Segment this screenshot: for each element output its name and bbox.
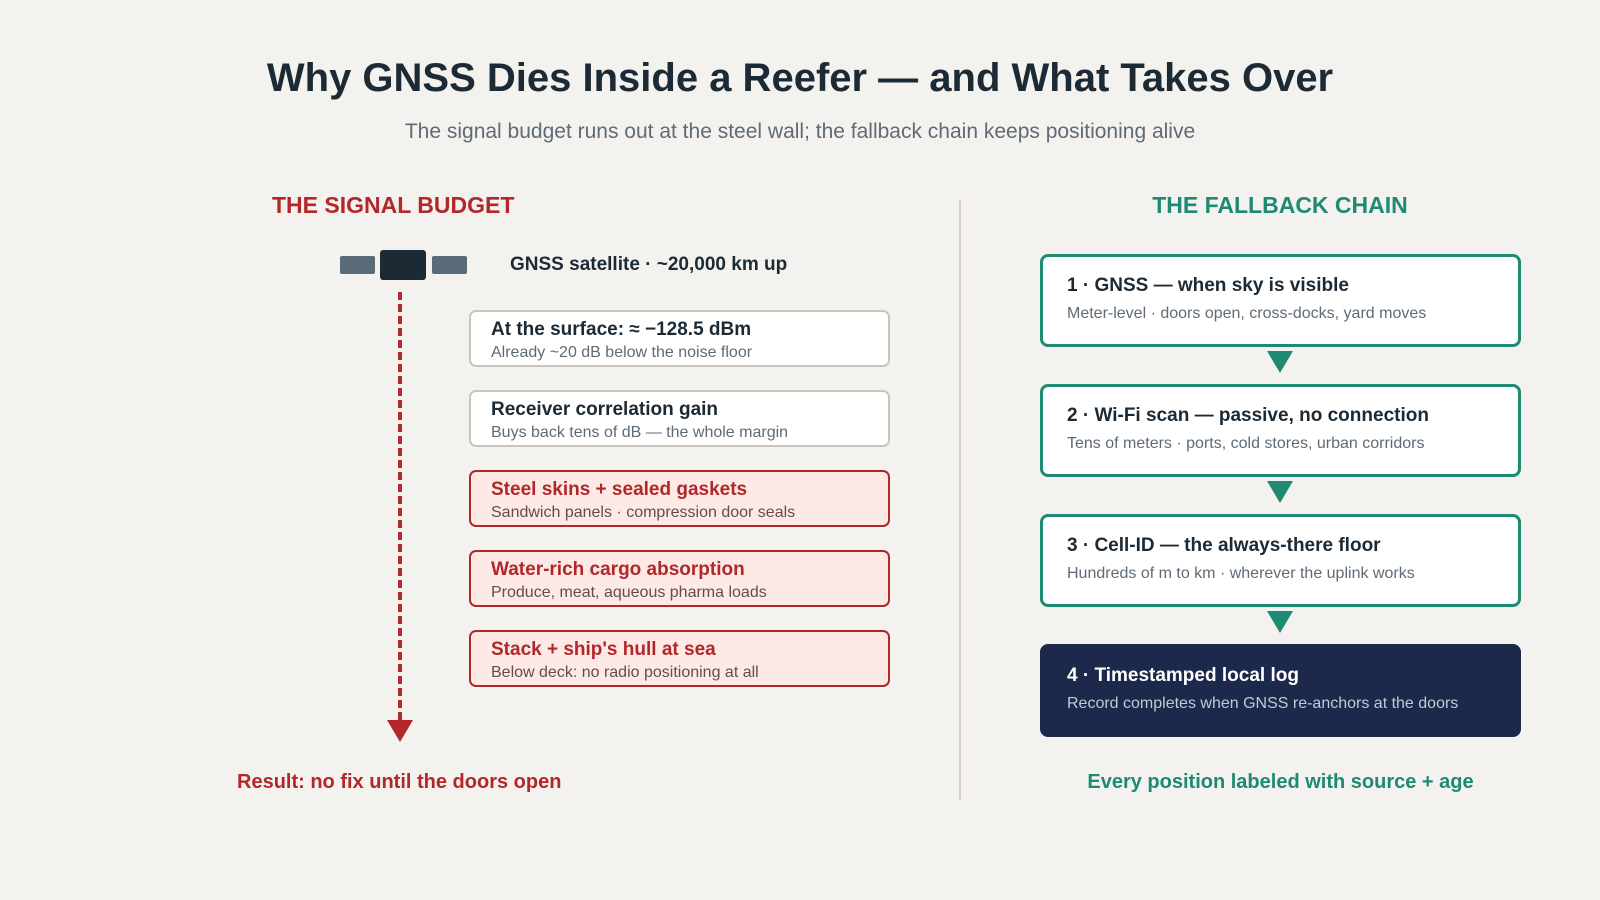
fallback-step-cell-id: 3 · Cell-ID — the always-there floor Hun… [1040, 514, 1521, 607]
fallback-chain-heading: THE FALLBACK CHAIN [1152, 192, 1408, 218]
budget-step-correlation-gain: Receiver correlation gain Buys back tens… [469, 390, 890, 447]
budget-step-steel-skins: Steel skins + sealed gaskets Sandwich pa… [469, 470, 890, 527]
budget-step-cargo-absorption: Water-rich cargo absorption Produce, mea… [469, 550, 890, 607]
satellite-label: GNSS satellite · ~20,000 km up [510, 254, 788, 275]
page-subtitle: The signal budget runs out at the steel … [404, 120, 1196, 143]
signal-path-dashed-line [398, 292, 402, 720]
budget-step-subtitle: Buys back tens of dB — the whole margin [491, 424, 789, 441]
fallback-step-subtitle: Hundreds of m to km · wherever the uplin… [1067, 565, 1415, 582]
satellite-solar-panel-left [340, 256, 375, 274]
chain-arrow-down-icon [1267, 481, 1293, 503]
satellite-solar-panel-right [432, 256, 467, 274]
fallback-step-title: 3 · Cell-ID — the always-there floor [1067, 535, 1381, 556]
budget-step-subtitle: Below deck: no radio positioning at all [491, 664, 759, 681]
budget-step-surface-power: At the surface: ≈ −128.5 dBm Already ~20… [469, 310, 890, 367]
budget-step-title: Steel skins + sealed gaskets [491, 479, 748, 500]
budget-step-title: At the surface: ≈ −128.5 dBm [491, 319, 752, 340]
fallback-step-subtitle: Tens of meters · ports, cold stores, urb… [1067, 435, 1425, 452]
fallback-step-subtitle: Record completes when GNSS re-anchors at… [1067, 695, 1459, 712]
fallback-step-wifi: 2 · Wi-Fi scan — passive, no connection … [1040, 384, 1521, 477]
signal-budget-result: Result: no fix until the doors open [237, 771, 562, 793]
budget-step-title: Stack + ship's hull at sea [491, 639, 716, 660]
budget-step-subtitle: Already ~20 dB below the noise floor [491, 344, 753, 361]
budget-step-subtitle: Produce, meat, aqueous pharma loads [491, 584, 767, 601]
fallback-step-subtitle: Meter-level · doors open, cross-docks, y… [1067, 305, 1427, 322]
budget-step-title: Water-rich cargo absorption [491, 559, 745, 580]
budget-step-ship-hull: Stack + ship's hull at sea Below deck: n… [469, 630, 890, 687]
fallback-step-title: 2 · Wi-Fi scan — passive, no connection [1067, 405, 1429, 426]
fallback-step-title: 4 · Timestamped local log [1067, 665, 1299, 686]
chain-arrow-down-icon [1267, 351, 1293, 373]
satellite-body [380, 250, 426, 280]
fallback-step-title: 1 · GNSS — when sky is visible [1067, 275, 1349, 296]
fallback-step-gnss: 1 · GNSS — when sky is visible Meter-lev… [1040, 254, 1521, 347]
budget-step-title: Receiver correlation gain [491, 399, 719, 420]
budget-step-subtitle: Sandwich panels · compression door seals [491, 504, 796, 521]
fallback-step-local-log: 4 · Timestamped local log Record complet… [1040, 644, 1521, 737]
fallback-chain-result: Every position labeled with source + age [1087, 771, 1474, 793]
column-divider [959, 200, 961, 800]
page-title: Why GNSS Dies Inside a Reefer — and What… [266, 56, 1334, 100]
signal-arrow-down-icon [387, 720, 413, 742]
signal-budget-heading: THE SIGNAL BUDGET [272, 192, 515, 218]
chain-arrow-down-icon [1267, 611, 1293, 633]
